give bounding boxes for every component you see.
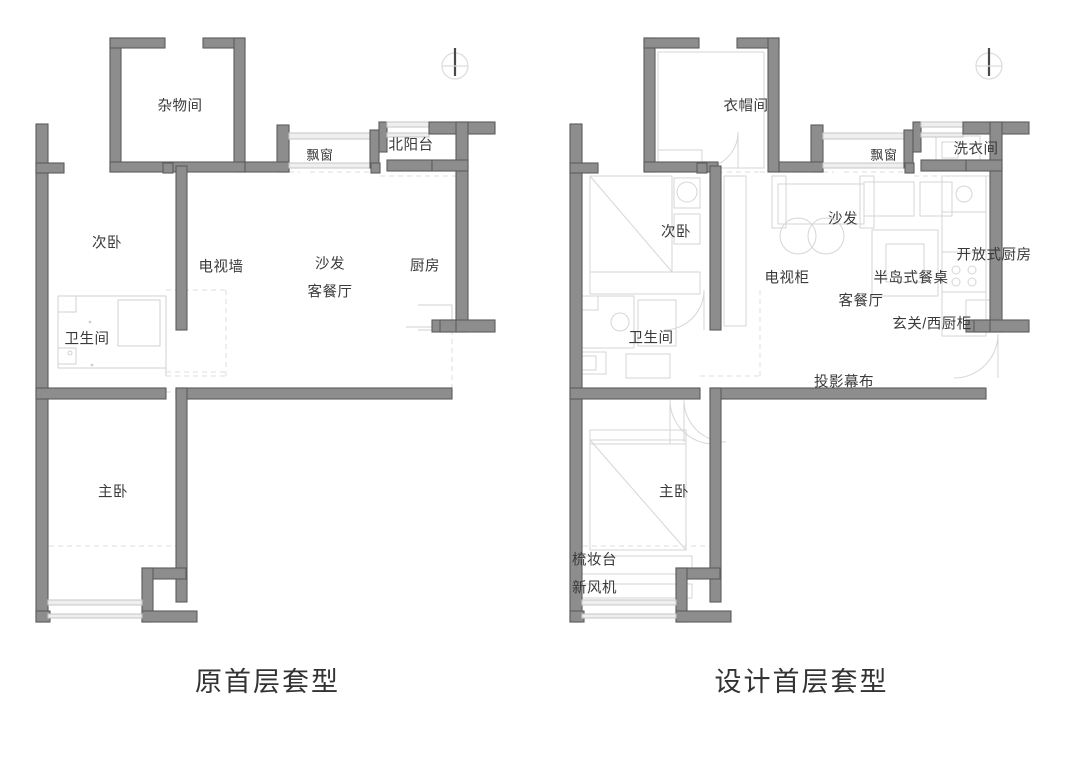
room-label-cloakroom: 衣帽间 (723, 98, 769, 115)
room-label-open-kitchen: 开放式厨房 (956, 247, 1032, 264)
room-label-living-dining: 客餐厅 (838, 293, 884, 310)
panel-designed-plan: 衣帽间 飘窗 洗衣间 次卧 沙发 开放式厨房 电视柜 半岛式餐桌 客餐厅 玄关/… (534, 0, 1069, 758)
room-label-tv-cabinet: 电视柜 (764, 270, 810, 287)
room-label-north-balcony: 北阳台 (388, 137, 434, 154)
room-label-peninsula-table: 半岛式餐桌 (873, 270, 949, 287)
room-label-tv-wall: 电视墙 (198, 259, 244, 276)
room-label-entry-cabinet: 玄关/西厨柜 (892, 316, 972, 333)
room-label-bay-window: 飘窗 (306, 147, 334, 163)
designed-wall-layer (569, 37, 1030, 623)
room-label-fresh-air-unit: 新风机 (572, 580, 617, 597)
designed-plan-drawing (569, 37, 1030, 623)
original-wall-layer (35, 37, 496, 623)
room-label-projector-screen: 投影幕布 (814, 374, 874, 391)
room-label-bedroom2: 次卧 (661, 224, 691, 241)
room-label-bathroom: 卫生间 (628, 330, 674, 347)
room-label-sofa: 沙发 (315, 256, 345, 273)
room-label-dresser: 梳妆台 (572, 552, 617, 569)
caption-designed-plan: 设计首层套型 (714, 667, 889, 697)
north-arrow-icon (975, 48, 1003, 80)
room-label-master: 主卧 (659, 484, 689, 501)
room-label-kitchen: 厨房 (410, 258, 440, 275)
caption-original-plan: 原首层套型 (195, 667, 340, 697)
room-label-laundry: 洗衣间 (953, 141, 999, 158)
original-plan-drawing (35, 37, 496, 623)
panel-original-plan: 杂物间 飘窗 北阳台 次卧 电视墙 沙发 客餐厅 厨房 卫生间 主卧 原首层套型 (35, 37, 496, 697)
room-label-bathroom: 卫生间 (64, 331, 110, 348)
room-label-living-dining: 客餐厅 (307, 284, 353, 301)
designed-furniture-layer (574, 51, 999, 599)
north-arrow-icon (441, 48, 469, 80)
room-label-sofa: 沙发 (828, 211, 858, 228)
room-label-master: 主卧 (98, 484, 128, 501)
room-label-storage: 杂物间 (157, 98, 203, 115)
room-label-bedroom2: 次卧 (92, 235, 122, 252)
room-label-bay-window: 飘窗 (870, 147, 898, 163)
